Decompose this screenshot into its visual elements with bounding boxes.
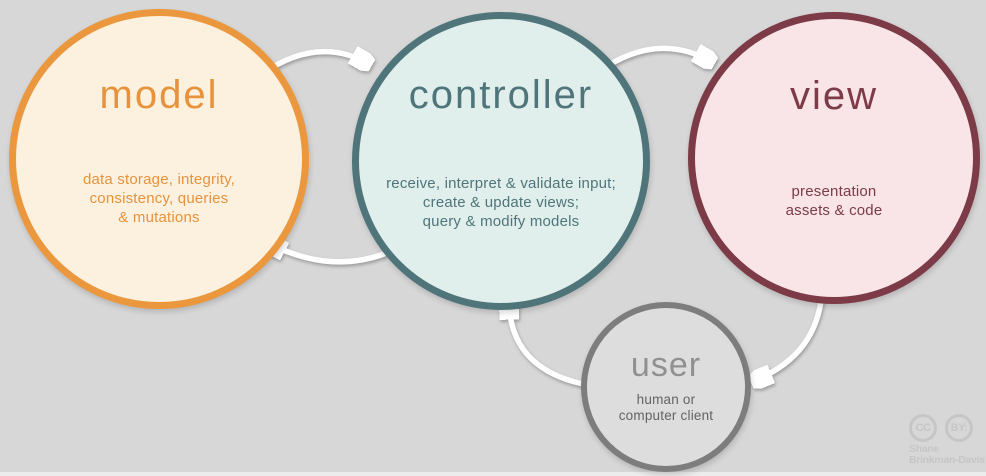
controller-description: receive, interpret & validate input; cre… [386,175,616,230]
cc-icon: CC [909,414,937,442]
view-description: presentation assets & code [785,183,883,219]
model-title: model [99,73,219,117]
view-circle: view presentation assets & code [688,12,980,304]
user-title: user [630,346,702,384]
license-watermark: CC BY: Shane Brinkman-Davis [909,414,985,466]
arrow-user-to-controller [509,301,586,387]
controller-circle: controller receive, interpret & validate… [352,12,650,310]
controller-title: controller [408,73,594,117]
by-icon: BY: [945,414,973,442]
arrow-controller-to-view [601,48,712,68]
slide-bottom-edge [0,472,986,476]
model-circle: model data storage, integrity, consisten… [9,9,309,309]
user-description: human or computer client [618,392,714,424]
view-title: view [789,74,879,118]
arrow-controller-to-model [268,243,387,265]
author-name: Shane Brinkman-Davis [909,443,985,467]
model-description: data storage, integrity, consistency, qu… [82,171,236,226]
arrow-view-to-user [754,291,825,381]
user-circle: user human or computer client [581,302,751,472]
